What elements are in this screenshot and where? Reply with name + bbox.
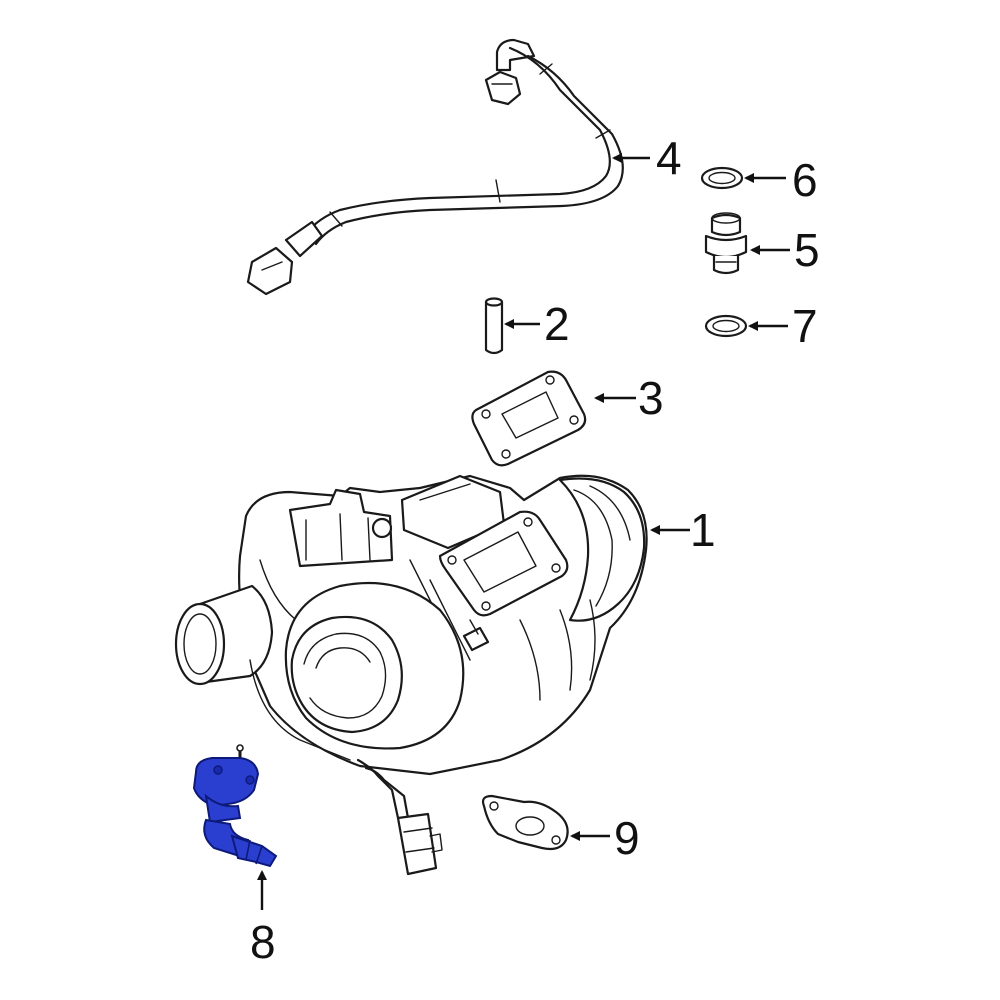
part-7-o-ring[interactable] <box>704 314 748 338</box>
callout-label-9[interactable]: 9 <box>614 812 640 864</box>
part-6-o-ring[interactable] <box>700 166 744 190</box>
callout-label-4[interactable]: 4 <box>656 132 682 184</box>
part-8-highlighted-tube[interactable] <box>192 744 278 868</box>
part-5-sensor[interactable] <box>704 212 748 275</box>
part-2-dowel-pin[interactable] <box>484 297 504 355</box>
part-3-gasket[interactable] <box>471 370 587 467</box>
callout-arrows <box>257 153 790 910</box>
part-9-gasket[interactable] <box>481 794 569 851</box>
callout-labels: 1 2 3 4 5 6 7 8 9 <box>250 132 820 968</box>
callout-label-8[interactable]: 8 <box>250 916 276 968</box>
callout-label-2[interactable]: 2 <box>544 298 570 350</box>
callout-label-1[interactable]: 1 <box>690 504 716 556</box>
part-4-oil-feed-line[interactable] <box>246 38 624 296</box>
callout-label-7[interactable]: 7 <box>792 300 818 352</box>
part-1-turbocharger[interactable] <box>174 474 648 876</box>
callout-label-6[interactable]: 6 <box>792 154 818 206</box>
callout-label-5[interactable]: 5 <box>794 224 820 276</box>
callout-label-3[interactable]: 3 <box>638 372 664 424</box>
